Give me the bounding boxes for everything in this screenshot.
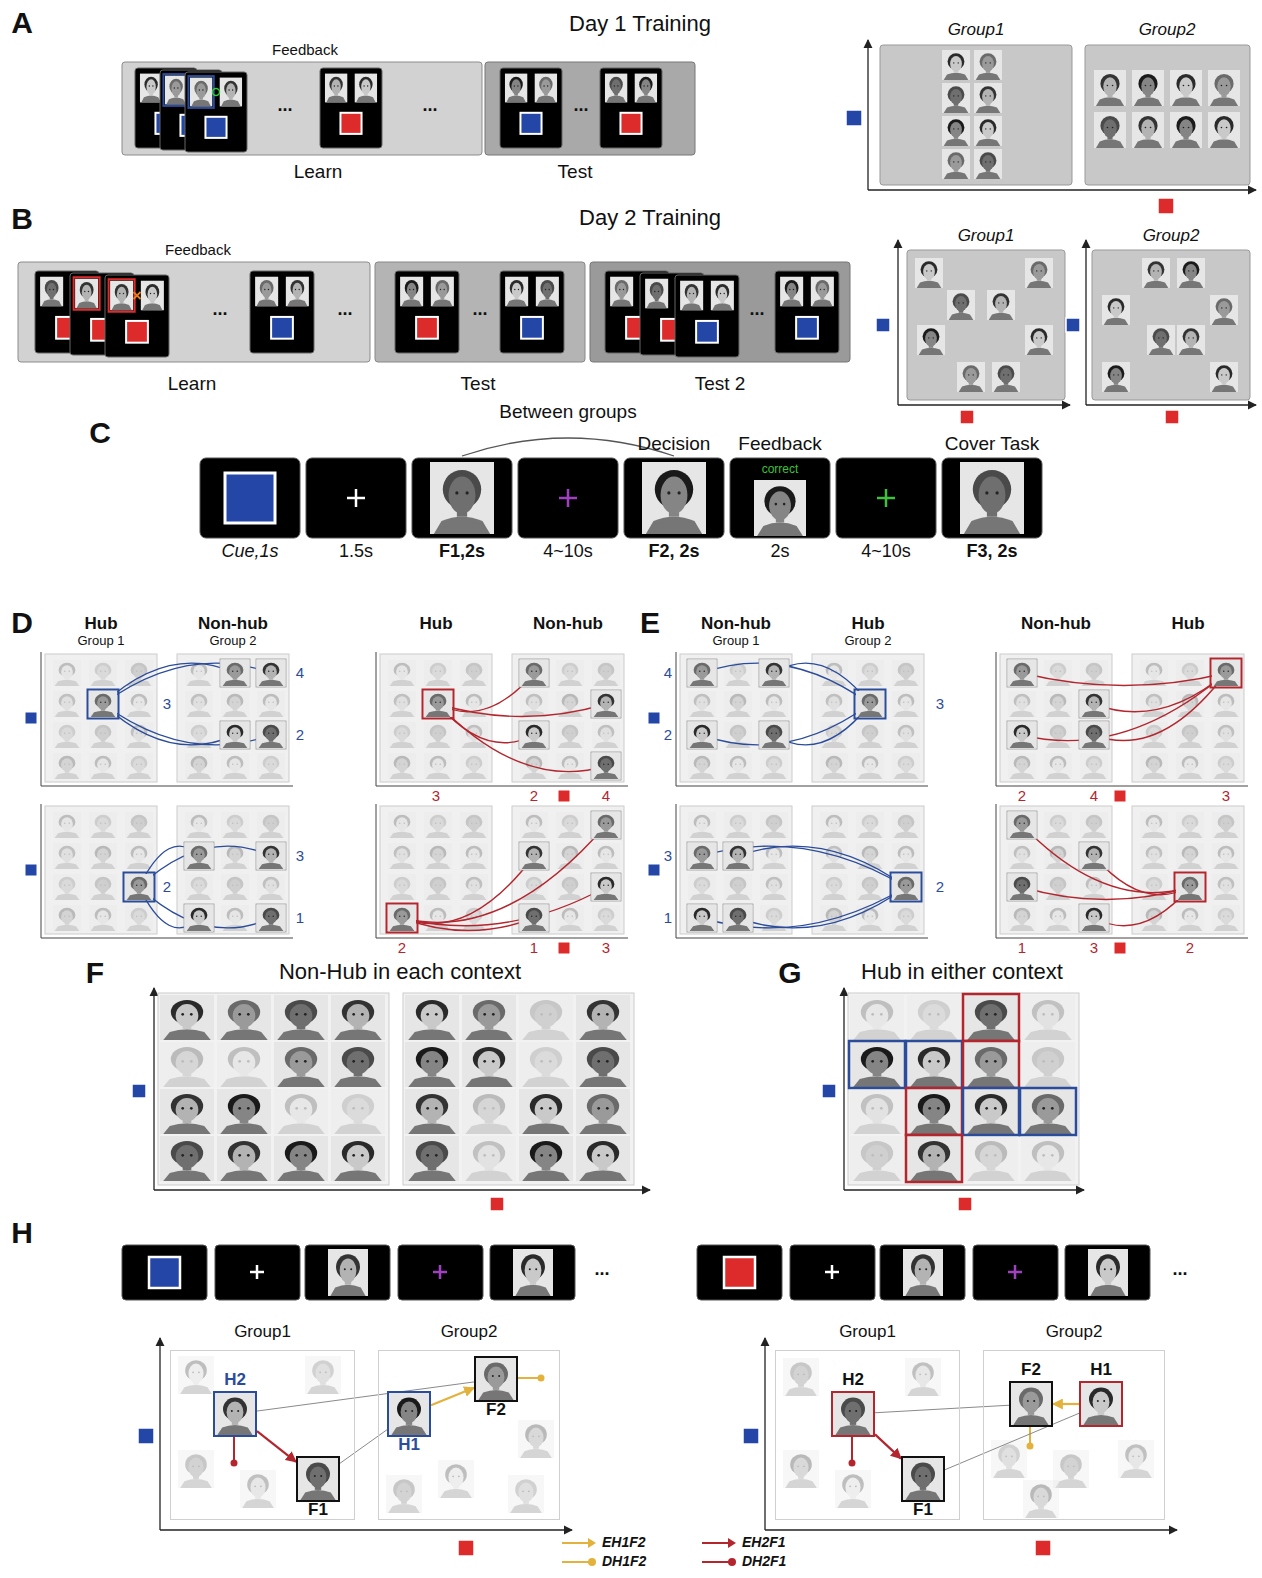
figure: Group1H2F1Group2F2H1Group1H2F1Group2F2H1… xyxy=(0,0,1262,1578)
